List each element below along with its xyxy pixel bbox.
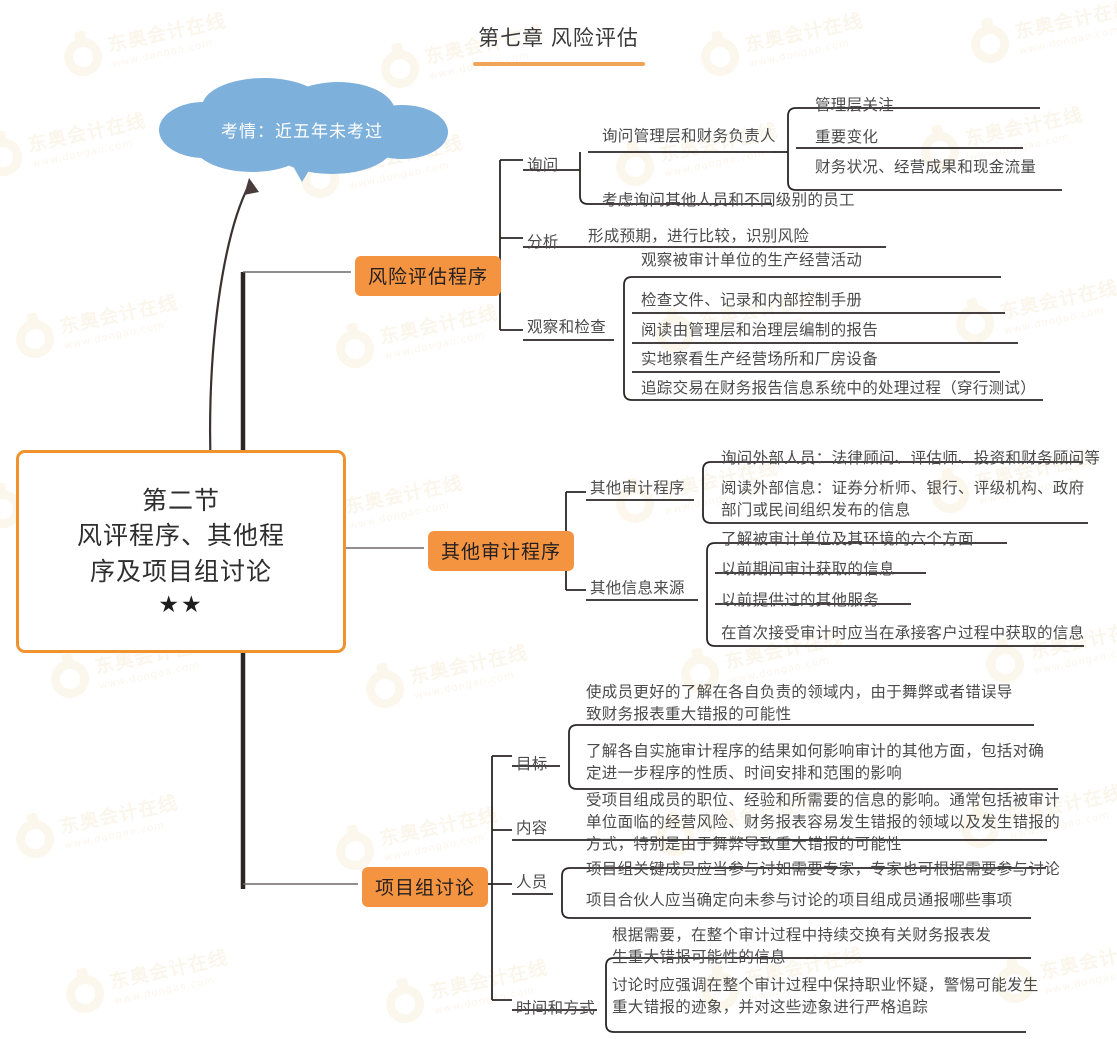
watermark-logo-icon [382, 981, 428, 1027]
watermark-url: www.dongao.com [383, 329, 486, 363]
watermark-brand: 东奥会计在线 [25, 109, 148, 157]
watermark-brand: 东奥会计在线 [427, 956, 550, 1004]
node-financial-position: 财务状况、经营成果和现金流量 [815, 159, 1037, 176]
node-read-reports: 阅读由管理层和治理层编制的报告 [641, 322, 879, 339]
watermark-brand: 东奥会计在线 [377, 301, 500, 349]
group-label-other-info-sources: 其他信息来源 [590, 580, 685, 597]
page-title-text: 第七章 风险评估 [478, 27, 639, 50]
branch-pill-team-discussion[interactable]: 项目组讨论 [362, 867, 489, 907]
node-inquiry-external-persons: 询问外部人员：法律顾问、评估师、投资和财务顾问等 [721, 450, 1101, 467]
root-node[interactable]: 第二节 风评程序、其他程 序及项目组讨论 ★★ [16, 450, 346, 653]
node-personnel-item-2: 项目合伙人应当确定向未参与讨论的项目组成员通报哪些事项 [586, 892, 1013, 909]
watermark-brand: 东奥会计在线 [1037, 936, 1117, 984]
watermark-brand: 东奥会计在线 [107, 946, 230, 994]
watermark-logo-icon [612, 144, 658, 190]
watermark-brand: 东奥会计在线 [407, 641, 530, 689]
group-label-observation-inspection: 观察和检查 [527, 319, 607, 336]
node-inquiry-management: 询问管理层和财务负责人 [602, 128, 776, 145]
root-line-3: 序及项目组讨论 [89, 557, 272, 586]
watermark-logo-icon [332, 326, 378, 372]
group-label-content: 内容 [516, 820, 548, 837]
watermark-brand: 东奥会计在线 [997, 276, 1117, 324]
watermark-url: www.dongao.com [63, 319, 166, 353]
group-label-personnel: 人员 [516, 874, 548, 891]
node-walkthrough-test: 追踪交易在财务报告信息系统中的处理过程（穿行测试） [641, 380, 1037, 397]
node-objective-item-2: 了解各自实施审计程序的结果如何影响审计的其他方面，包括对确 定进一步程序的性质、… [586, 743, 1045, 782]
watermark-logo-icon [362, 666, 408, 712]
root-star-rating: ★★ [158, 591, 204, 618]
watermark-logo-icon [952, 301, 998, 347]
watermark-url: www.dongao.com [663, 147, 766, 181]
node-analysis-detail: 形成预期，进行比较，识别风险 [588, 228, 810, 245]
watermark-logo-icon [982, 641, 1028, 687]
branch-pill-other-audit-procedures[interactable]: 其他审计程序 [428, 531, 575, 571]
watermark-url: www.dongao.com [413, 669, 516, 703]
watermark-brand: 东奥会计在线 [962, 103, 1085, 151]
group-label-objective: 目标 [516, 756, 548, 773]
group-label-timing-method: 时间和方式 [516, 1000, 596, 1017]
group-label-other-audit-procedures: 其他审计程序 [590, 480, 685, 497]
node-observe-operations: 观察被审计单位的生产经营活动 [641, 252, 863, 269]
cloud-label: 考情：近五年未考过 [221, 122, 383, 141]
cloud-shape-icon [159, 78, 448, 182]
node-read-external-info: 阅读外部信息：证券分析师、银行、评级机构、政府 部门或民间组织发布的信息 [721, 480, 1085, 519]
node-management-focus: 管理层关注 [815, 97, 895, 114]
title-underline [472, 62, 645, 66]
branch-pill-risk-assessment-procedures[interactable]: 风险评估程序 [355, 256, 502, 296]
page-title: 第七章 风险评估 [0, 22, 1117, 66]
root-line-1: 第二节 [141, 486, 220, 515]
watermark-logo-icon [47, 656, 93, 702]
node-timing-item-1: 根据需要，在整个审计过程中持续交换有关财务报表发 生重大错报可能性的信息 [612, 927, 992, 966]
node-inquiry-others: 考虑询问其他人员和不同级别的员工 [602, 192, 855, 209]
group-label-inquiry: 询问 [527, 157, 559, 174]
node-prior-other-services: 以前提供过的其他服务 [721, 592, 880, 609]
node-initial-engagement-info: 在首次接受审计时应当在承接客户过程中获取的信息 [721, 625, 1085, 642]
watermark-brand: 东奥会计在线 [342, 471, 465, 519]
watermark-url: www.dongao.com [1043, 964, 1117, 998]
node-personnel-item-1: 项目组关键成员应当参与讨如需要专家，专家也可根据需要参与讨论 [586, 861, 1061, 878]
watermark-url: www.dongao.com [31, 137, 134, 171]
watermark-url: www.dongao.com [63, 819, 166, 853]
watermark-url: www.dongao.com [348, 499, 451, 533]
node-prior-period-info: 以前期间审计获取的信息 [721, 561, 895, 578]
watermark-logo-icon [62, 971, 108, 1017]
watermark-logo-icon [12, 816, 58, 862]
watermark-url: www.dongao.com [1003, 304, 1106, 338]
node-significant-changes: 重要变化 [815, 129, 879, 146]
watermark-url: www.dongao.com [98, 659, 201, 693]
node-objective-item-1: 使成员更好的了解在各自负责的领域内，由于舞弊或者错误导 致财务报表重大错报的可能… [586, 684, 1013, 723]
watermark-logo-icon [0, 134, 26, 180]
node-inspect-documents: 检查文件、记录和内部控制手册 [641, 292, 863, 309]
watermark-brand: 东奥会计在线 [57, 791, 180, 839]
watermark-brand: 东奥会计在线 [377, 803, 500, 851]
node-site-visit: 实地察看生产经营场所和厂房设备 [641, 351, 879, 368]
watermark-url: www.dongao.com [383, 831, 486, 865]
watermark-brand: 东奥会计在线 [57, 291, 180, 339]
watermark-logo-icon [12, 316, 58, 362]
exam-info-cloud: 考情：近五年未考过 [152, 76, 452, 182]
node-content-item-1: 受项目组成员的职位、经验和所需要的信息的影响。通常包括被审计 单位面临的经营风险… [586, 792, 1061, 853]
node-timing-item-2: 讨论时应强调在整个审计过程中保持职业怀疑，警惕可能发生 重大错报的迹象，并对这些… [612, 977, 1039, 1016]
node-six-aspects: 了解被审计单位及其环境的六个方面 [721, 531, 974, 548]
group-label-analysis: 分析 [527, 234, 559, 251]
watermark-url: www.dongao.com [113, 974, 216, 1008]
watermark-url: www.dongao.com [1033, 644, 1117, 678]
root-line-2: 风评程序、其他程 [76, 522, 285, 551]
